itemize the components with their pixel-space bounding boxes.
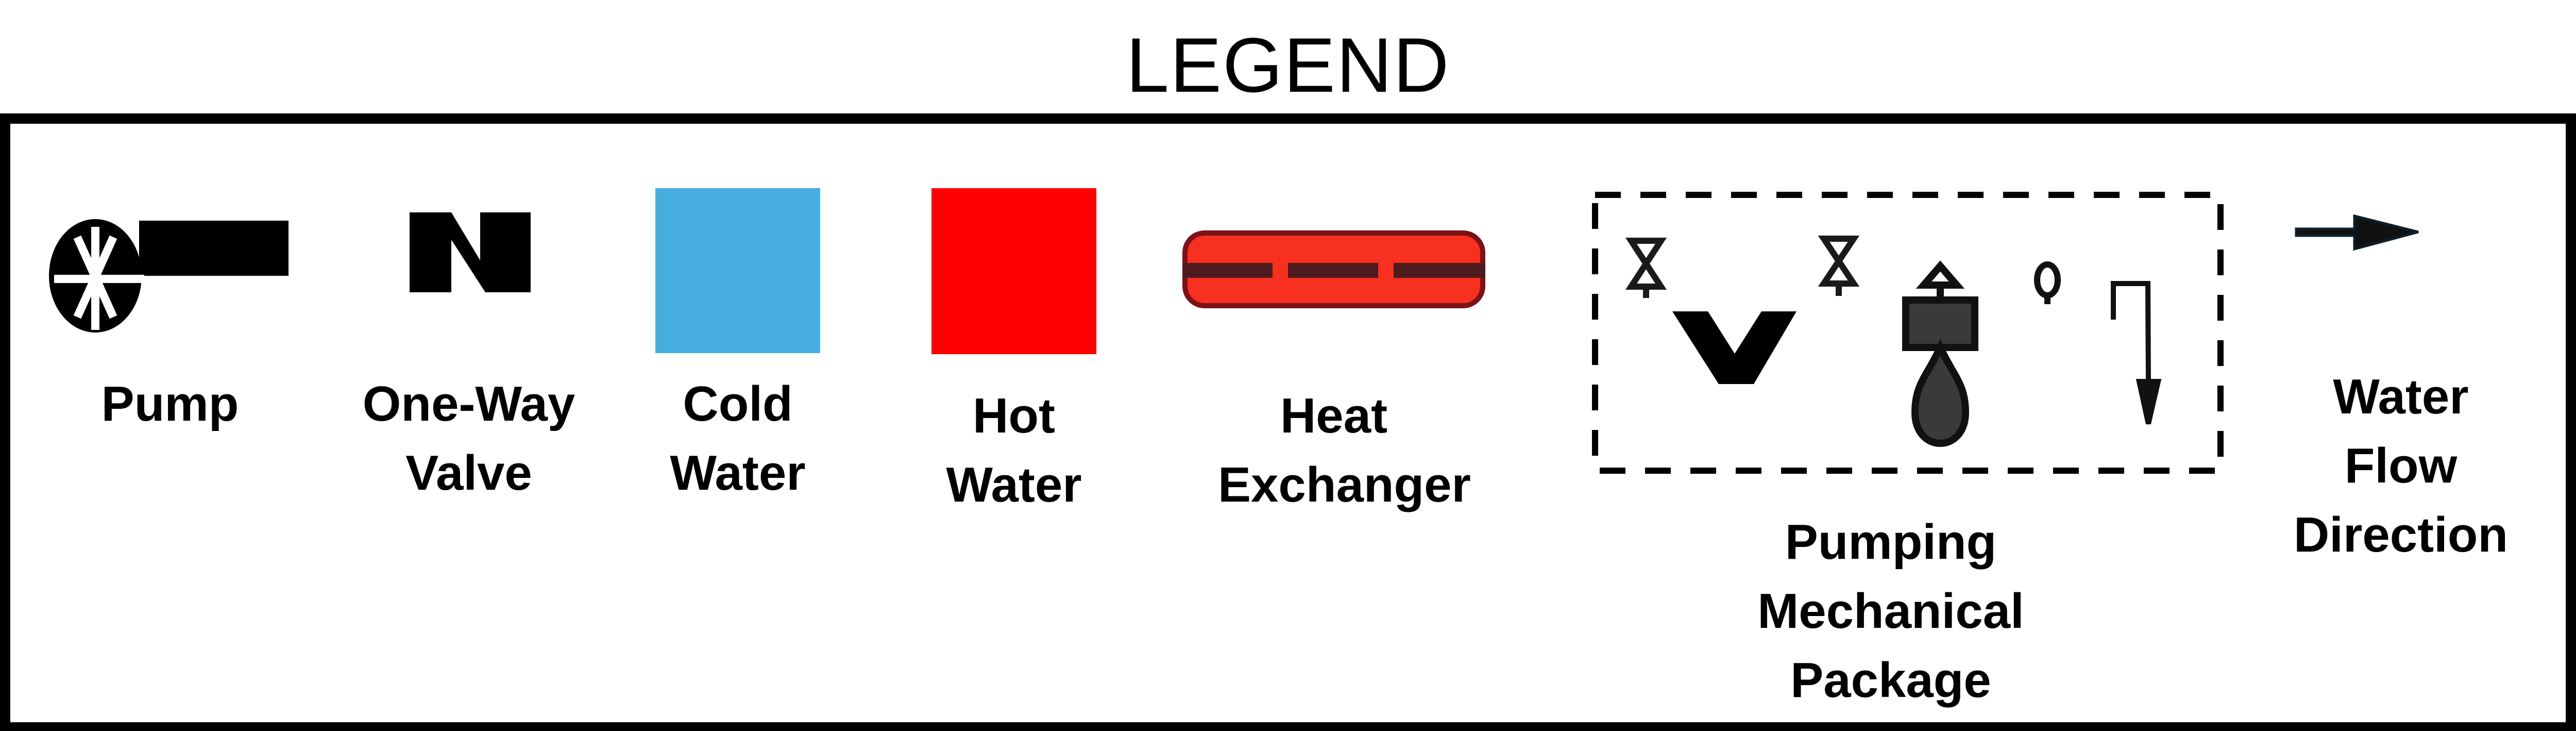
cold-water-label-line1: Cold: [683, 376, 793, 431]
one-way-valve-label-line2: Valve: [405, 445, 532, 501]
cold-water-swatch: [655, 188, 820, 353]
pumping-package-label-line2: Mechanical: [1757, 584, 2024, 639]
flow-arrow-icon: [2295, 214, 2419, 251]
flow-label-line1: Water: [2333, 369, 2469, 424]
pumping-package-label-line3: Package: [1790, 653, 1991, 708]
heat-exchanger-label-line2: Exchanger: [1218, 457, 1471, 512]
pumping-mechanical-package-icon: [1592, 192, 2224, 474]
hot-water-swatch: [931, 188, 1096, 354]
heat-exchanger-label-line1: Heat: [1280, 388, 1388, 443]
hot-water-label-line2: Water: [946, 457, 1082, 512]
heat-exchanger-icon: [1182, 230, 1485, 308]
pump-icon: [49, 219, 289, 333]
hot-water-label-line1: Hot: [973, 388, 1055, 443]
motor-pump-icon: [1902, 260, 1978, 447]
discharge-arrow-icon: [2111, 281, 2162, 425]
flow-label-line2: Flow: [2344, 438, 2458, 493]
gate-valve-icon: [1625, 236, 1860, 298]
pressure-gauge-icon: [2034, 261, 2061, 304]
legend-title: LEGEND: [1126, 22, 1450, 108]
legend-frame: [0, 113, 2576, 731]
pumping-package-label-line1: Pumping: [1785, 514, 1997, 570]
flow-label-line3: Direction: [2293, 507, 2509, 562]
pump-label: Pump: [101, 376, 239, 431]
one-way-valve-label-line1: One-Way: [362, 376, 575, 431]
cold-water-label-line2: Water: [670, 445, 806, 501]
one-way-valve-icon: [410, 212, 531, 292]
check-valve-icon: [1672, 311, 1797, 384]
